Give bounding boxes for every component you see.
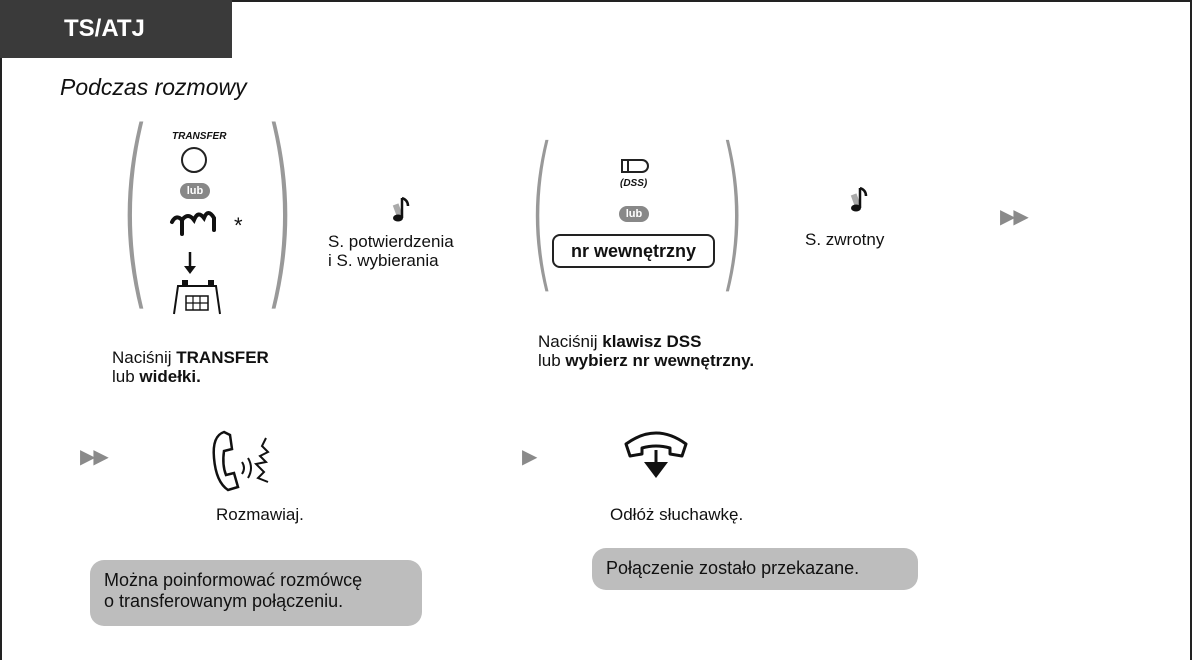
talk-note: Można poinformować rozmówcę o transferow… (90, 560, 422, 626)
next-arrow-icon: ▶ (522, 446, 537, 468)
mode-tag: TS/ATJ (0, 0, 232, 58)
page-subtitle: Podczas rozmowy (60, 74, 247, 100)
tone-icon (392, 196, 410, 222)
hang-up-icon (624, 431, 688, 478)
right-parenthesis: ) (262, 86, 297, 331)
or-badge: lub (180, 183, 210, 199)
hang-up-label: Odłóż słuchawkę. (610, 505, 744, 524)
left-parenthesis: ( (528, 112, 556, 310)
talk-icon (212, 430, 270, 492)
footnote-asterisk: * (234, 213, 243, 238)
caption-bold: TRANSFER (176, 348, 269, 367)
tone-line: i S. wybierania (328, 251, 439, 270)
step1-caption: Naciśnij TRANSFER lub widełki. (112, 348, 269, 386)
caption-bold: widełki. (139, 367, 201, 386)
continue-arrows-icon: ▶▶ (80, 446, 109, 468)
hookswitch-icon (170, 211, 221, 315)
step3-caption: Naciśnij klawisz DSS lub wybierz nr wewn… (538, 332, 754, 370)
note-line: o transferowanym połączeniu. (104, 591, 344, 611)
confirm-dial-tone-label: S. potwierdzenia i S. wybierania (328, 232, 454, 270)
tone-line: S. potwierdzenia (328, 232, 454, 251)
or-badge: lub (619, 206, 649, 222)
caption-text: lub (112, 367, 140, 386)
transfer-complete-note: Połączenie zostało przekazane. (592, 548, 918, 590)
caption-text: Naciśnij (112, 348, 177, 367)
talk-label: Rozmawiaj. (216, 505, 304, 524)
note-line: Można poinformować rozmówcę (104, 570, 363, 590)
caption-bold: klawisz DSS (602, 332, 702, 351)
ringback-tone-label: S. zwrotny (805, 230, 885, 249)
tone-icon (850, 186, 868, 212)
caption-text: lub (538, 351, 566, 370)
extension-number-button[interactable]: nr wewnętrzny (552, 234, 715, 268)
transfer-key-label: TRANSFER (172, 131, 227, 142)
left-parenthesis: ( (118, 86, 153, 331)
transfer-button-icon (181, 147, 207, 173)
continue-arrows-icon: ▶▶ (1000, 206, 1029, 228)
dss-key-icon (621, 159, 649, 173)
dss-label: (DSS) (620, 178, 648, 189)
caption-bold: wybierz nr wewnętrzny. (565, 351, 755, 370)
right-parenthesis: ) (718, 112, 746, 310)
caption-text: Naciśnij (538, 332, 603, 351)
